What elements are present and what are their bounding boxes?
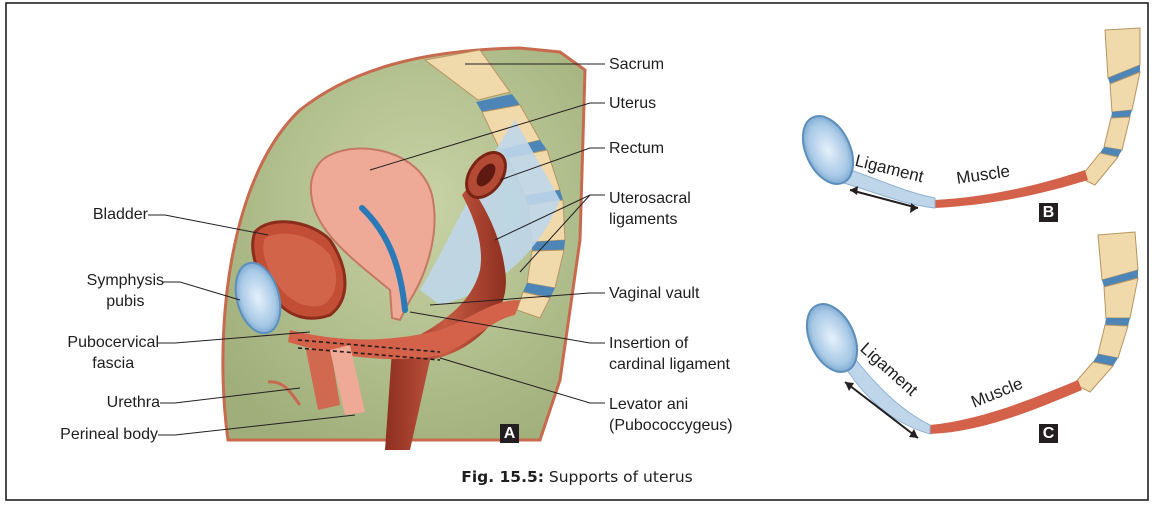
label-cardinal-ligament: Insertion of cardinal ligament xyxy=(609,333,730,375)
label-levator-ani: Levator ani (Pubococcygeus) xyxy=(609,394,733,436)
label-vaginal-vault: Vaginal vault xyxy=(609,283,699,304)
label-uterus: Uterus xyxy=(609,93,656,114)
panel-c-illustration xyxy=(797,232,1138,438)
caption-text: Supports of uterus xyxy=(544,468,693,486)
panel-a-letter: A xyxy=(500,424,519,443)
label-rectum: Rectum xyxy=(609,138,664,159)
label-sacrum: Sacrum xyxy=(609,54,664,75)
label-bladder: Bladder xyxy=(93,204,148,225)
panel-b-letter: B xyxy=(1039,203,1058,222)
label-uterosacral-ligaments: Uterosacral ligaments xyxy=(609,188,691,230)
label-pubocervical-fascia: Pubocervical fascia xyxy=(67,332,159,374)
panel-c-letter: C xyxy=(1039,424,1058,443)
figure-caption: Fig. 15.5: Supports of uterus xyxy=(0,468,1154,486)
label-perineal-body: Perineal body xyxy=(60,424,158,445)
caption-prefix: Fig. 15.5: xyxy=(461,468,544,486)
label-urethra: Urethra xyxy=(107,392,160,413)
label-symphysis-pubis: Symphysis pubis xyxy=(87,270,164,312)
panel-a-illustration xyxy=(223,48,585,450)
